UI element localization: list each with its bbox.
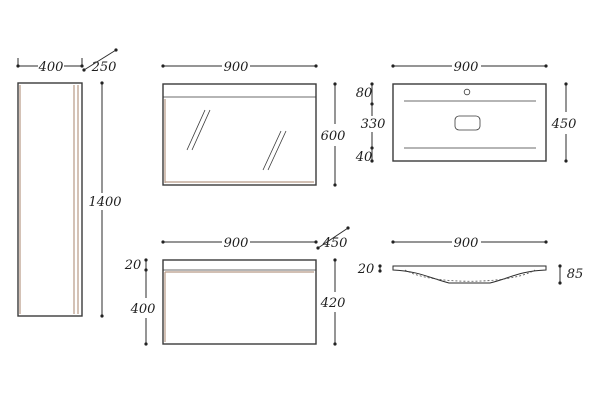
cabinet-body-height-label: 400	[130, 302, 156, 317]
basin-width-dot-left	[391, 64, 395, 68]
column-height-dot-bottom	[100, 314, 104, 318]
mirror-width-label: 900	[224, 60, 249, 75]
cabinet-body-dot-bottom	[144, 342, 148, 346]
basin-side-width-dot-left	[391, 240, 395, 244]
cabinet-width-dot-left	[161, 240, 165, 244]
basin-width-label: 900	[454, 60, 479, 75]
cabinet-depth-dot-b	[346, 226, 350, 230]
basin-back-label: 40	[355, 150, 373, 165]
column-height-label: 1400	[88, 195, 121, 210]
basin-depth-dot-bottom	[564, 159, 568, 163]
cabinet-depth-dot-a	[316, 246, 320, 250]
basin-back-dot	[370, 159, 374, 163]
basin-side-width-dot-right	[544, 240, 548, 244]
column-depth-dot-b	[114, 48, 118, 52]
column-width-dot-left	[16, 64, 20, 68]
column-width-label: 400	[38, 60, 64, 75]
basin-side-height-label: 85	[567, 267, 584, 282]
drain-slot-icon	[454, 115, 481, 131]
cabinet-total-height-label: 420	[320, 296, 346, 311]
mirror-unit: 900 600	[161, 60, 345, 187]
basin-side-view: 900 20 85	[357, 236, 584, 285]
mirror-glare-2a	[262, 130, 282, 171]
mirror-height-label: 600	[321, 129, 346, 144]
cabinet-width-label: 900	[224, 236, 249, 251]
basin-width-dot-right	[544, 64, 548, 68]
mirror-glare-1b	[191, 109, 211, 151]
column-outline	[17, 82, 83, 317]
column-depth-line	[83, 49, 117, 71]
basin-side-thickness-dot-a	[378, 264, 382, 268]
cabinet-top-dot-a	[144, 258, 148, 262]
column-height-dot-top	[100, 81, 104, 85]
basin-side-thickness-label: 20	[357, 262, 375, 277]
cabinet-outline	[162, 259, 317, 345]
basin-outline	[392, 83, 547, 162]
column-depth-label: 250	[91, 60, 117, 75]
mirror-height-dot-top	[333, 82, 337, 86]
mirror-outline	[162, 83, 317, 186]
basin-front-dot-a	[370, 82, 374, 86]
mirror-width-dot-right	[314, 64, 318, 68]
mirror-glare-2b	[267, 130, 287, 171]
basin-depth-label: 450	[551, 117, 577, 132]
mirror-glare-1a	[186, 109, 206, 151]
basin-side-height-dot-top	[558, 264, 562, 268]
cabinet-depth-label: 450	[322, 236, 348, 251]
cabinet-unit: 900 450 20 400 420	[124, 226, 350, 346]
cabinet-top-thickness-label: 20	[124, 258, 142, 273]
column-width-dot-right	[80, 64, 84, 68]
basin-side-thickness-dot-b	[378, 269, 382, 273]
cabinet-width-dot-right	[314, 240, 318, 244]
column-depth-dot-a	[82, 68, 86, 72]
cabinet-total-dot-bottom	[333, 342, 337, 346]
mirror-height-dot-bottom	[333, 183, 337, 187]
column-unit: 400 250 1400	[16, 48, 122, 318]
basin-side-profile	[392, 265, 547, 284]
basin-depth-dot-top	[564, 82, 568, 86]
tap-hole-icon	[463, 88, 471, 96]
basin-side-height-dot-bottom	[558, 281, 562, 285]
basin-top-view: 900 80 330 40 450	[355, 60, 577, 165]
basin-front-label: 80	[356, 86, 373, 101]
cabinet-total-dot-top	[333, 258, 337, 262]
mirror-width-dot-left	[161, 64, 165, 68]
cabinet-depth-line	[317, 227, 349, 249]
basin-mid-label: 330	[361, 117, 386, 132]
basin-bowl-hidden-line	[404, 269, 536, 282]
basin-side-width-label: 900	[454, 236, 479, 251]
